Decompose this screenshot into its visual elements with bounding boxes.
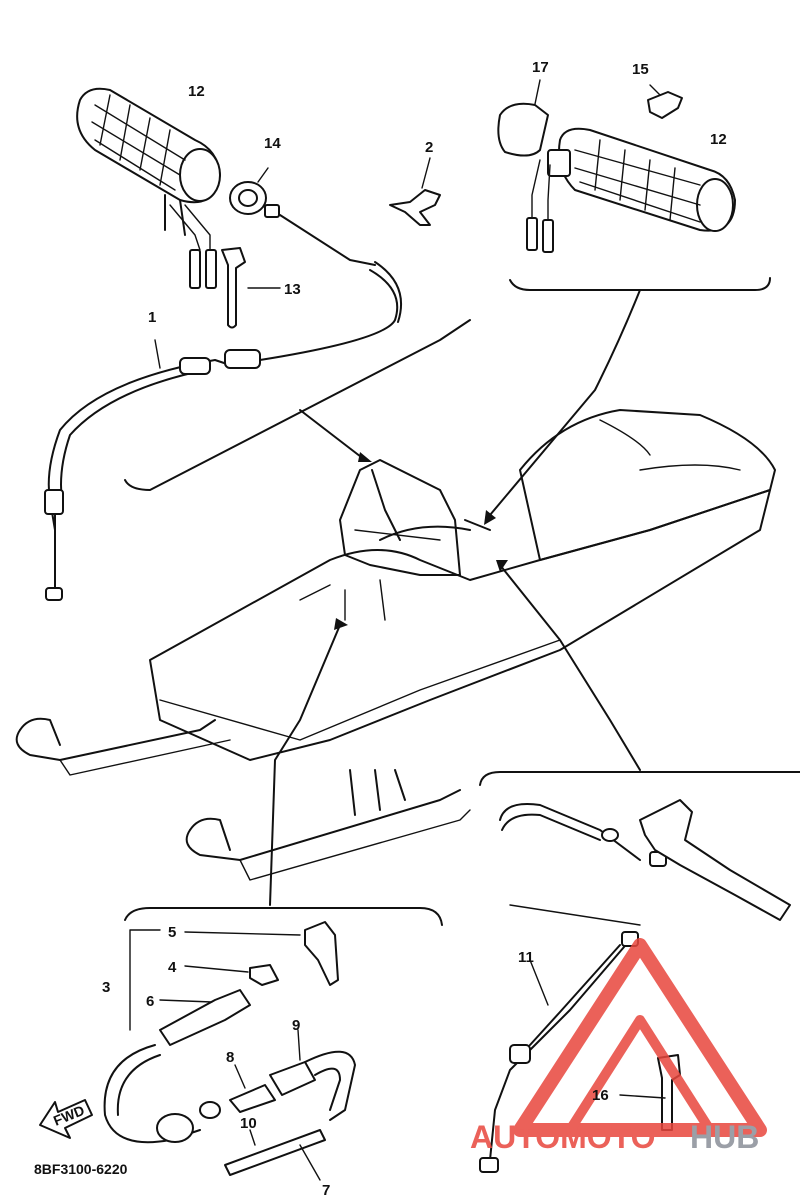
- label-13: 13: [284, 281, 301, 298]
- label-12-right: 12: [710, 131, 727, 148]
- brake-cable-group: [479, 560, 800, 1173]
- watermark-brand-part1: AUTOMOTO: [470, 1119, 655, 1155]
- label-9: 9: [292, 1017, 300, 1034]
- diagram-code: 8BF3100-6220: [34, 1161, 128, 1177]
- watermark-brand-part2: HUB: [690, 1119, 759, 1155]
- label-10: 10: [240, 1115, 257, 1132]
- label-3: 3: [102, 979, 110, 996]
- label-14: 14: [264, 135, 281, 152]
- label-16: 16: [592, 1087, 609, 1104]
- snowmobile-body: [15, 409, 776, 881]
- label-15: 15: [632, 61, 649, 78]
- part-labels: 1 2 3 4 5 6 7 8 9 10 11 12 12 13 14 15 1…: [34, 59, 727, 1196]
- right-grip-group: [484, 79, 771, 525]
- label-12-left: 12: [188, 83, 205, 100]
- left-grip-group: [44, 87, 471, 601]
- left-grip: [76, 87, 221, 236]
- label-8: 8: [226, 1049, 234, 1066]
- label-11: 11: [518, 949, 534, 966]
- label-5: 5: [168, 924, 176, 941]
- throttle-cable-group: FWD: [39, 618, 443, 1181]
- label-2: 2: [425, 139, 433, 156]
- label-7: 7: [322, 1182, 330, 1196]
- right-grip: [547, 127, 736, 232]
- label-17: 17: [532, 59, 549, 76]
- automotohub-watermark: AUTOMOTO HUB: [470, 938, 767, 1155]
- label-4: 4: [168, 959, 177, 976]
- label-6: 6: [146, 993, 154, 1010]
- label-1: 1: [148, 309, 156, 326]
- fwd-arrow: FWD: [39, 1099, 93, 1139]
